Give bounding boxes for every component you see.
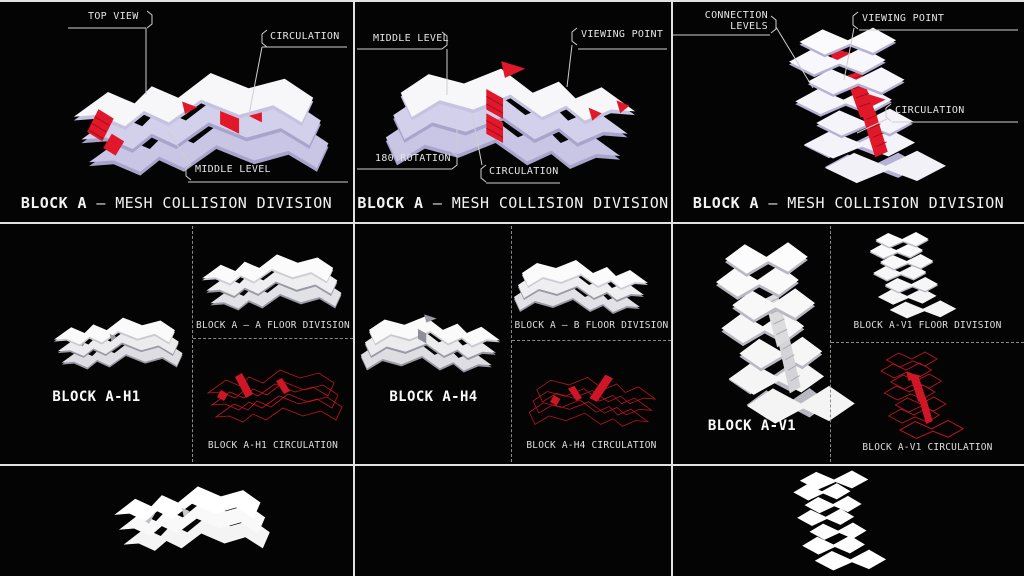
panel-top-middle: MIDDLE LEVEL VIEWING POINT 180 ROTATION … <box>355 2 671 222</box>
panel-mid-right: BLOCK A-V1 BLOCK A-V1 FLOOR DIVISION BLO… <box>673 224 1024 464</box>
bracket-middle-level <box>441 31 448 50</box>
grid-line-col1 <box>353 0 355 576</box>
models-block-a-h1 <box>53 254 343 423</box>
bracket-circulation <box>885 103 892 122</box>
label-floor-division: BLOCK A-V1 FLOOR DIVISION <box>853 320 1002 331</box>
models-block-a-h4 <box>360 260 656 427</box>
caption-block-a: BLOCK A – MESH COLLISION DIVISION <box>673 194 1024 212</box>
panel-top-right: CONNECTION LEVELS VIEWING POINT CIRCULAT… <box>673 2 1024 222</box>
label-circulation: CIRCULATION <box>489 166 559 177</box>
divider-dashed-vertical <box>511 226 512 462</box>
label-floor-division: BLOCK A – B FLOOR DIVISION <box>514 320 669 331</box>
label-middle-level: MIDDLE LEVEL <box>195 164 271 175</box>
divider-dashed-horizontal <box>193 338 353 339</box>
label-middle-level: MIDDLE LEVEL <box>373 33 449 44</box>
label-block-a-h4: BLOCK A-H4 <box>389 389 478 405</box>
bracket-circulation <box>480 164 487 183</box>
grid-line-row1 <box>0 222 1024 224</box>
bracket-viewing-point <box>571 27 578 46</box>
label-circulation: BLOCK A-H4 CIRCULATION <box>526 440 657 451</box>
bracket-rotation <box>451 151 458 170</box>
panel-bottom-right <box>673 466 1024 576</box>
label-viewing-point: VIEWING POINT <box>581 29 664 40</box>
label-block-a-v1: BLOCK A-V1 <box>707 418 797 434</box>
model-block-a-top-view <box>68 10 348 183</box>
grid-line-top <box>0 0 1024 2</box>
panel-bottom-middle <box>355 466 671 576</box>
model-block-a-rotated <box>357 27 667 184</box>
grid-line-row2 <box>0 464 1024 466</box>
caption-block-name: BLOCK A <box>692 194 759 212</box>
caption-block-name: BLOCK A <box>20 194 87 212</box>
divider-dashed-vertical <box>192 226 193 462</box>
caption-block-name: BLOCK A <box>357 194 424 212</box>
label-circulation: BLOCK A-H1 CIRCULATION <box>207 440 339 451</box>
model-block-a-vertical <box>673 11 1018 184</box>
caption-block-a: BLOCK A – MESH COLLISION DIVISION <box>355 194 671 212</box>
panel-top-left: TOP VIEW CIRCULATION MIDDLE LEVEL BLOCK … <box>0 2 353 222</box>
panel-bottom-left <box>0 466 353 576</box>
model-silhouette-horizontal <box>114 486 270 551</box>
label-circulation: BLOCK A-V1 CIRCULATION <box>862 442 993 453</box>
panel-mid-left: BLOCK A-H1 BLOCK A – A FLOOR DIVISION BL… <box>0 224 353 464</box>
bracket-viewing-point <box>852 11 859 30</box>
label-viewing-point: VIEWING POINT <box>862 13 945 24</box>
label-floor-division: BLOCK A – A FLOOR DIVISION <box>196 320 350 331</box>
caption-text: – MESH COLLISION DIVISION <box>768 194 1005 212</box>
divider-dashed-vertical <box>830 226 831 462</box>
divider-dashed-horizontal <box>831 342 1024 343</box>
bracket-circulation <box>261 29 268 48</box>
bracket-top-view <box>146 10 153 29</box>
model-silhouette-vertical <box>793 470 887 571</box>
bracket-middle-level <box>185 163 192 181</box>
caption-block-a: BLOCK A – MESH COLLISION DIVISION <box>0 194 353 212</box>
caption-text: – MESH COLLISION DIVISION <box>432 194 669 212</box>
label-rotation: 180 ROTATION <box>375 153 451 164</box>
label-top-view: TOP VIEW <box>88 11 139 22</box>
panel-mid-center: BLOCK A-H4 BLOCK A – B FLOOR DIVISION BL… <box>355 224 671 464</box>
grid-line-col2 <box>671 0 673 576</box>
caption-text: – MESH COLLISION DIVISION <box>96 194 333 212</box>
models-block-a-v1 <box>716 232 964 439</box>
label-circulation: CIRCULATION <box>895 105 965 116</box>
label-block-a-h1: BLOCK A-H1 <box>52 389 141 405</box>
divider-dashed-horizontal <box>512 340 671 341</box>
bracket-connection-levels <box>770 15 777 34</box>
label-circulation: CIRCULATION <box>270 31 340 42</box>
label-connection-levels: CONNECTION LEVELS <box>704 10 768 32</box>
